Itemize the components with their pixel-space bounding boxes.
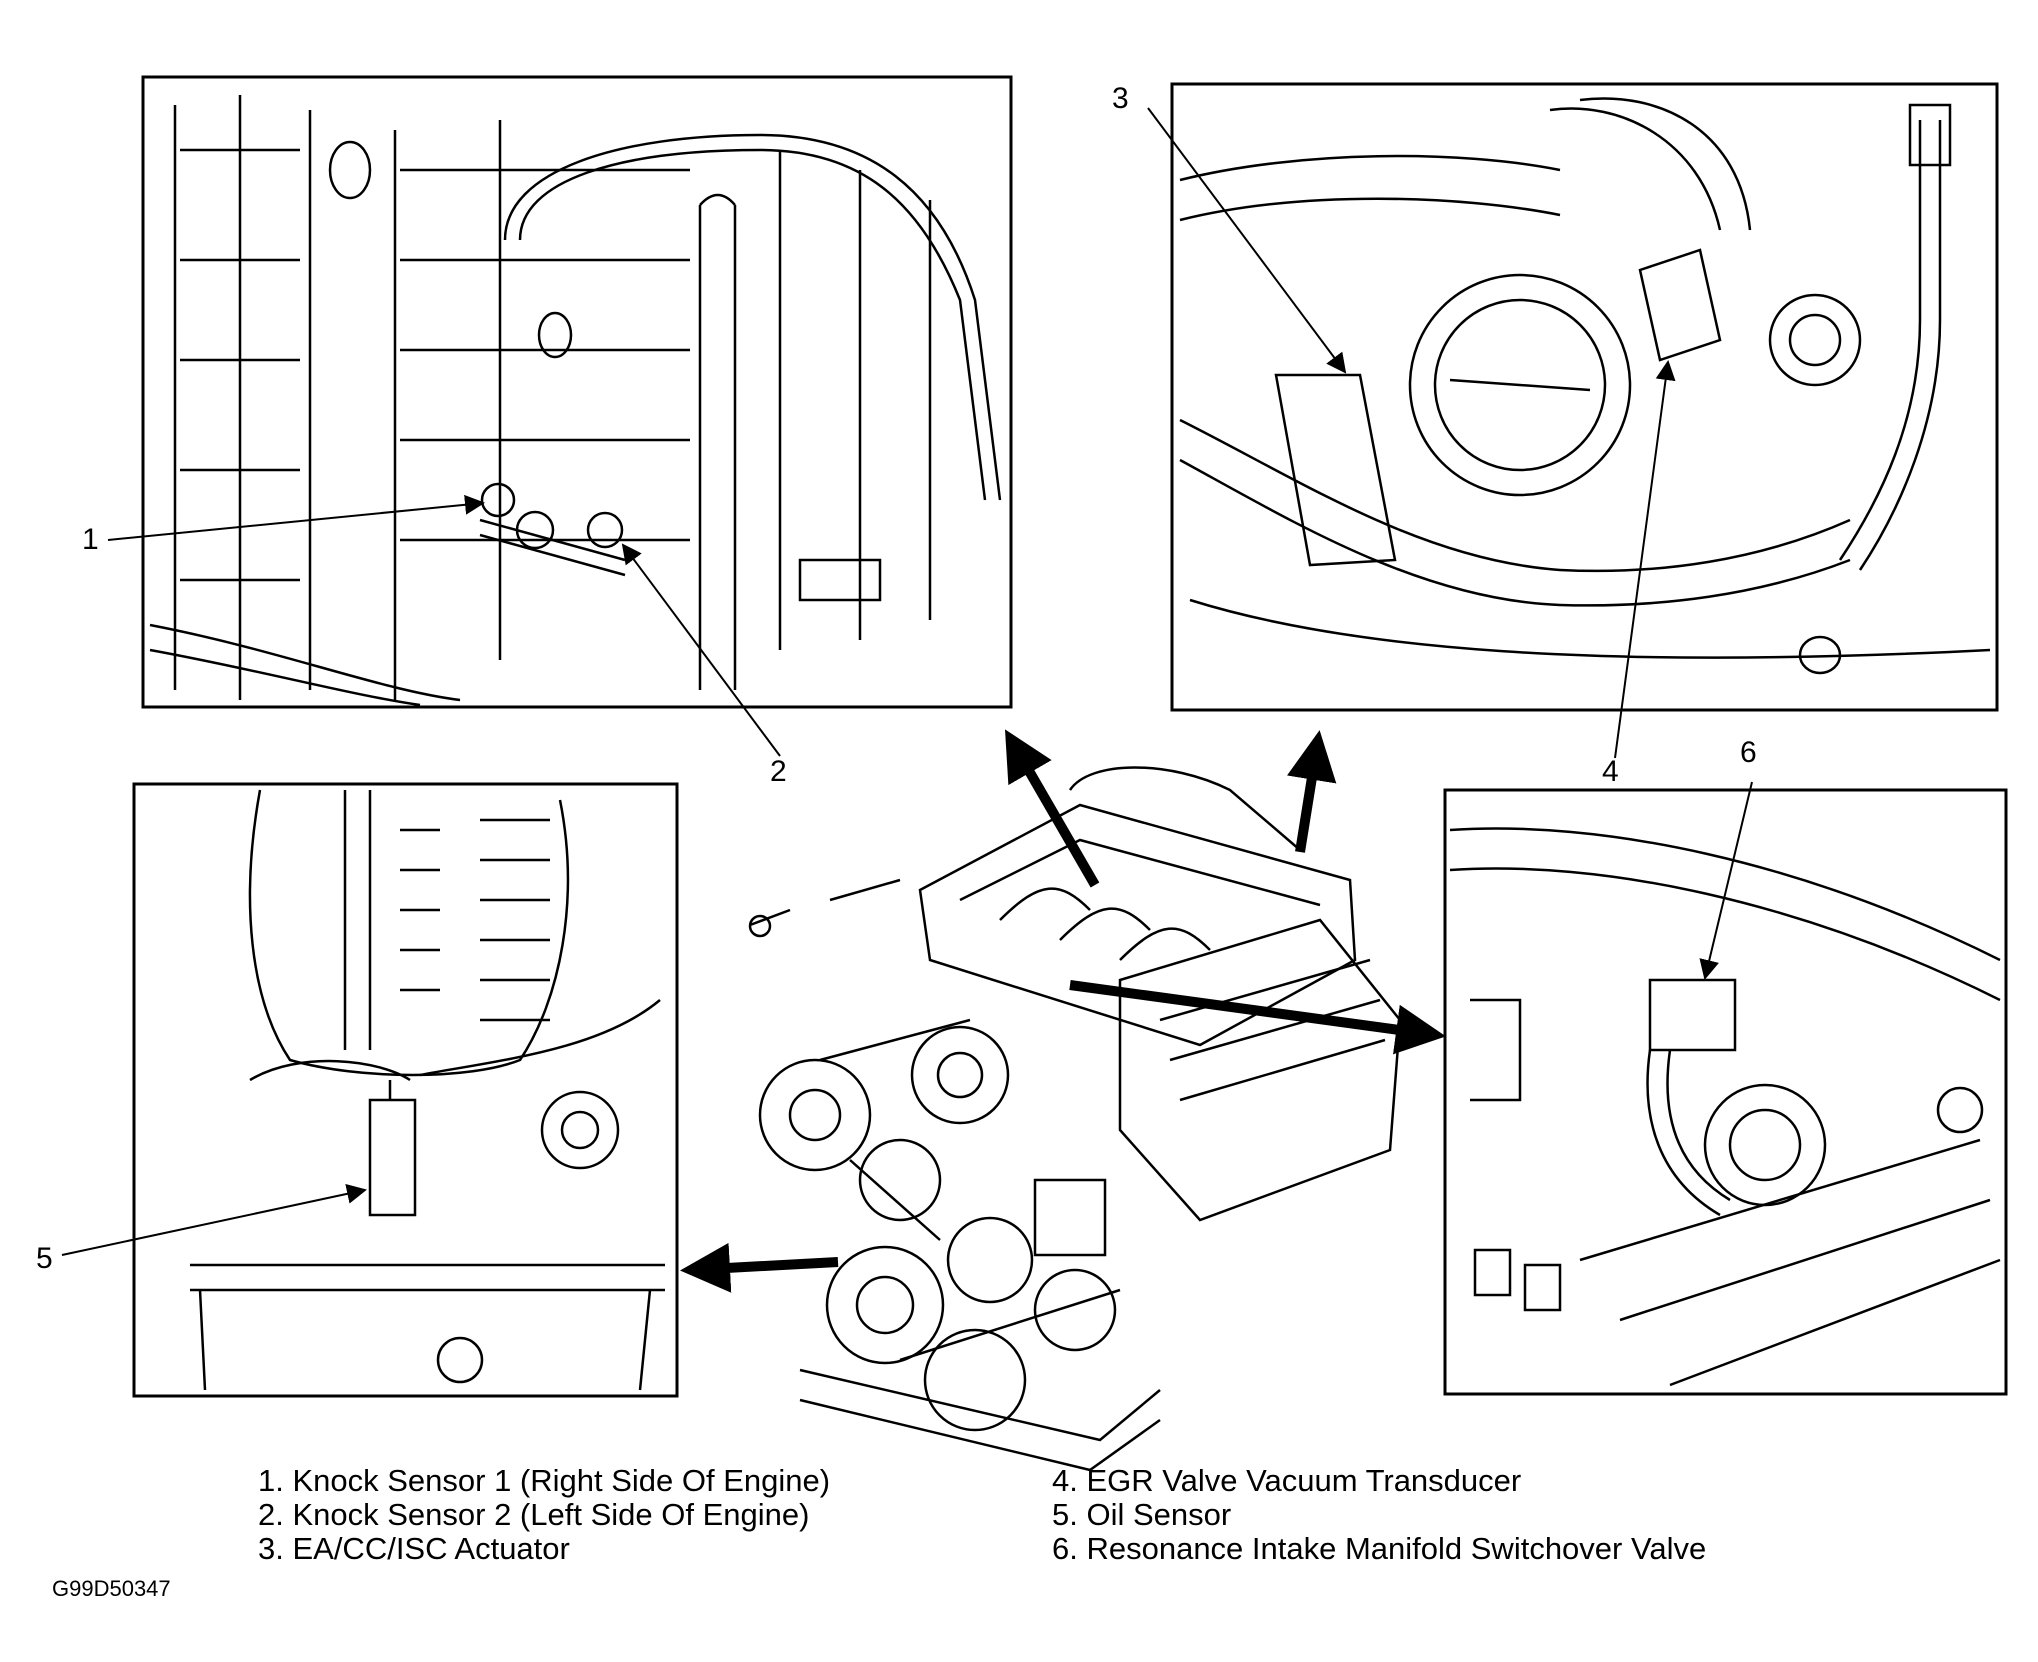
legend-left: 1. Knock Sensor 1 (Right Side Of Engine)… [258, 1464, 830, 1566]
knock-sensor-detail-panel [141, 75, 1013, 709]
callout-6: 6 [1740, 736, 1757, 769]
panel-pointer-arrows [680, 729, 1446, 1293]
legend-item-3: 3. EA/CC/ISC Actuator [258, 1531, 570, 1566]
legend-item-2: 2. Knock Sensor 2 (Left Side Of Engine) [258, 1497, 810, 1532]
callout-3: 3 [1112, 82, 1129, 115]
callout-1: 1 [82, 523, 99, 556]
legend-item-1: 1. Knock Sensor 1 (Right Side Of Engine) [258, 1463, 831, 1498]
callout-2: 2 [770, 755, 787, 788]
callout-4: 4 [1602, 755, 1619, 788]
legend-item-4: 4. EGR Valve Vacuum Transducer [1052, 1463, 1522, 1498]
legend-item-6: 6. Resonance Intake Manifold Switchover … [1052, 1531, 1707, 1566]
legend-right: 4. EGR Valve Vacuum Transducer 5. Oil Se… [1052, 1464, 1706, 1566]
engine-overview-drawing [748, 766, 1402, 1472]
figure-code: G99D50347 [52, 1576, 171, 1601]
callout-leader-lines [61, 107, 1753, 1256]
switchover-valve-detail-panel [1443, 788, 2008, 1396]
legend-item-5: 5. Oil Sensor [1052, 1497, 1232, 1532]
throttle-body-detail-panel [1170, 82, 1999, 712]
oil-sensor-detail-panel [132, 782, 679, 1398]
callout-5: 5 [36, 1242, 53, 1275]
